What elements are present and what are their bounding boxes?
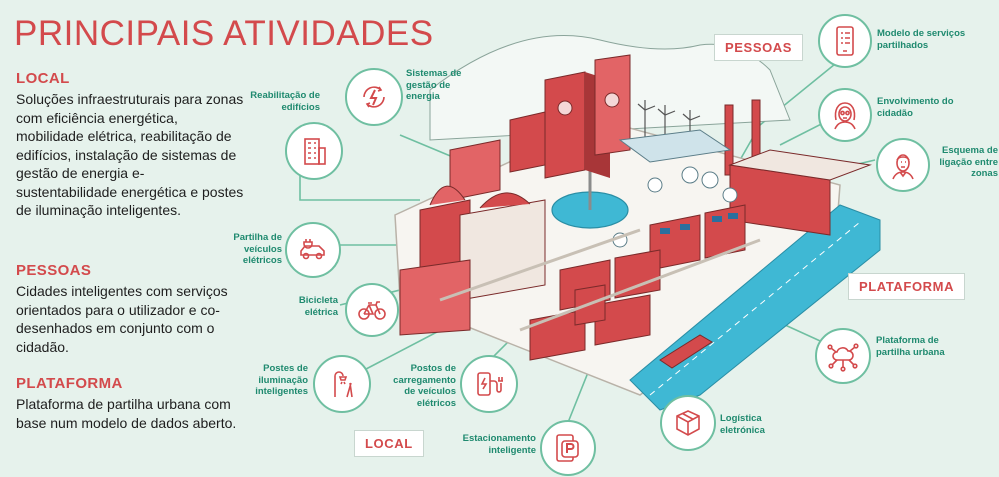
label-plataforma-partilha: Plataforma de partilha urbana [876,335,945,358]
label-postes: Postes de iluminação inteligentes [255,363,308,397]
bicycle-icon [358,301,386,320]
label-postos: Postos de carregamento de veículos elétr… [393,363,456,409]
pessoas-heading: PESSOAS [16,262,92,279]
reabilitacao-circle [285,122,343,180]
plataforma-tag: PLATAFORMA [848,273,966,300]
label-esquema: Esquema de ligação entre zonas [939,145,998,179]
electric-car-icon [300,239,325,260]
package-icon [676,410,700,436]
energy-management-icon [363,86,385,108]
charging-station-icon [477,372,503,396]
partilha-veiculos-circle [285,222,341,278]
label-sistemas-gestao: Sistemas de gestão de energia [406,68,462,102]
citizen-man-icon [892,154,914,180]
cloud-network-icon [827,343,859,372]
esquema-circle [876,138,930,192]
page-title: PRINCIPAIS ATIVIDADES [14,14,434,53]
plataforma-heading: PLATAFORMA [16,375,123,392]
pessoas-tag: PESSOAS [714,34,804,61]
label-bicicleta: Bicicleta elétrica [298,295,338,318]
plataforma-partilha-circle [815,328,871,384]
label-partilha-veiculos: Partilha de veículos elétricos [233,232,282,266]
local-tag: LOCAL [354,430,424,457]
label-envolvimento: Envolvimento do cidadão [877,96,954,119]
street-lamp-icon [334,371,353,398]
label-estacionamento: Estacionamento inteligente [462,433,536,456]
postes-circle [313,355,371,413]
plataforma-text: Plataforma de partilha urbana com base n… [16,396,237,431]
parking-icon [556,434,579,462]
modelo-servicos-circle [818,14,872,68]
estacionamento-circle [540,420,596,476]
citizen-woman-icon [834,102,856,130]
label-logistica: Logística eletrónica [720,413,765,436]
bicicleta-circle [345,283,399,337]
envolvimento-circle [818,88,872,142]
mobile-services-icon [836,26,854,56]
label-reabilitacao: Reabilitação de edifícios [250,90,320,113]
local-text: Soluções infraestruturais para zonas com… [16,91,244,218]
label-modelo-servicos: Modelo de serviços partilhados [877,28,966,51]
pessoas-text: Cidades inteligentes com serviços orient… [16,283,228,355]
sistemas-gestao-circle [345,68,403,126]
local-heading: LOCAL [16,70,70,87]
postos-circle [460,355,518,413]
logistica-circle [660,395,716,451]
building-icon [304,138,326,165]
